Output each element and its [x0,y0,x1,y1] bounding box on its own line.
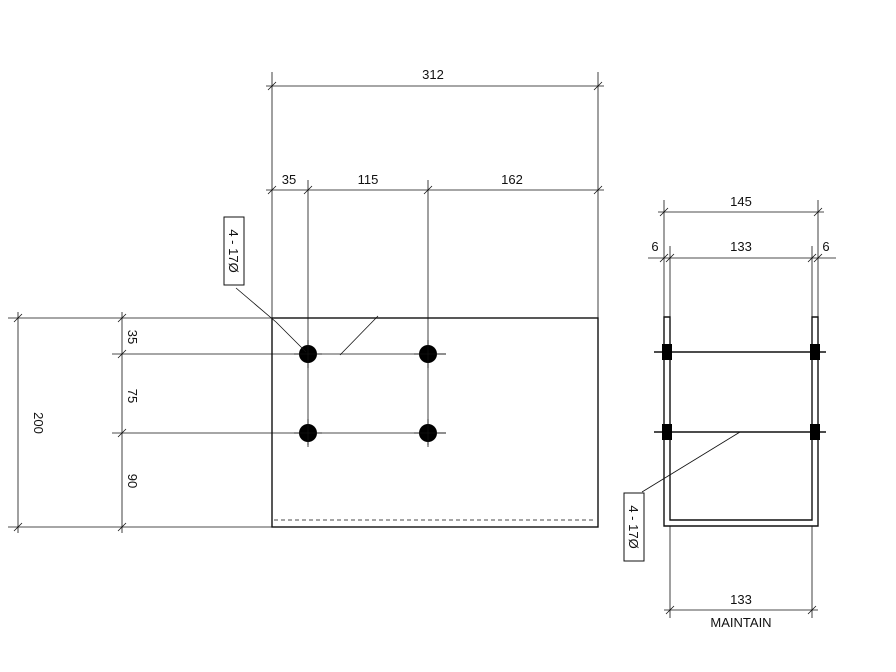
dim-section-overall: 145 [730,194,752,209]
bolt-nut [810,344,820,360]
dim-bottom-width: 133 [730,592,752,607]
bolt-nut [662,424,672,440]
callout-leader [235,287,277,323]
section-view: 145 6 133 6 133 MAINTAIN 4 - 17Ø [623,194,836,630]
section-hole-callout-text: 4 - 17Ø [626,505,641,548]
bolt-holes [294,340,446,447]
dim-v-bottom: 90 [125,474,140,488]
section-callout-leader [641,431,741,493]
maintain-note: MAINTAIN [710,615,771,630]
hole-callout-tag [223,216,245,286]
hole-callout-text: 4 - 17Ø [226,229,241,272]
bolt-nut [810,424,820,440]
dim-seg-mid: 115 [358,172,379,187]
dim-flange-left: 6 [651,239,658,254]
bolt-nut [662,344,672,360]
dim-v-mid: 75 [125,389,140,403]
channel-outline [663,316,819,527]
section-hole-callout-tag [623,492,645,562]
plate-outline [271,317,599,528]
dim-overall-width: 312 [422,67,444,82]
dim-inner-width: 133 [730,239,752,254]
dim-seg-left: 35 [282,172,296,187]
plan-view: 312 35 115 162 200 35 75 90 [8,67,604,533]
dim-seg-right: 162 [501,172,523,187]
dim-overall-height: 200 [31,412,46,434]
dim-flange-right: 6 [822,239,829,254]
callout-leader [275,321,307,353]
dim-v-top: 35 [125,330,140,344]
